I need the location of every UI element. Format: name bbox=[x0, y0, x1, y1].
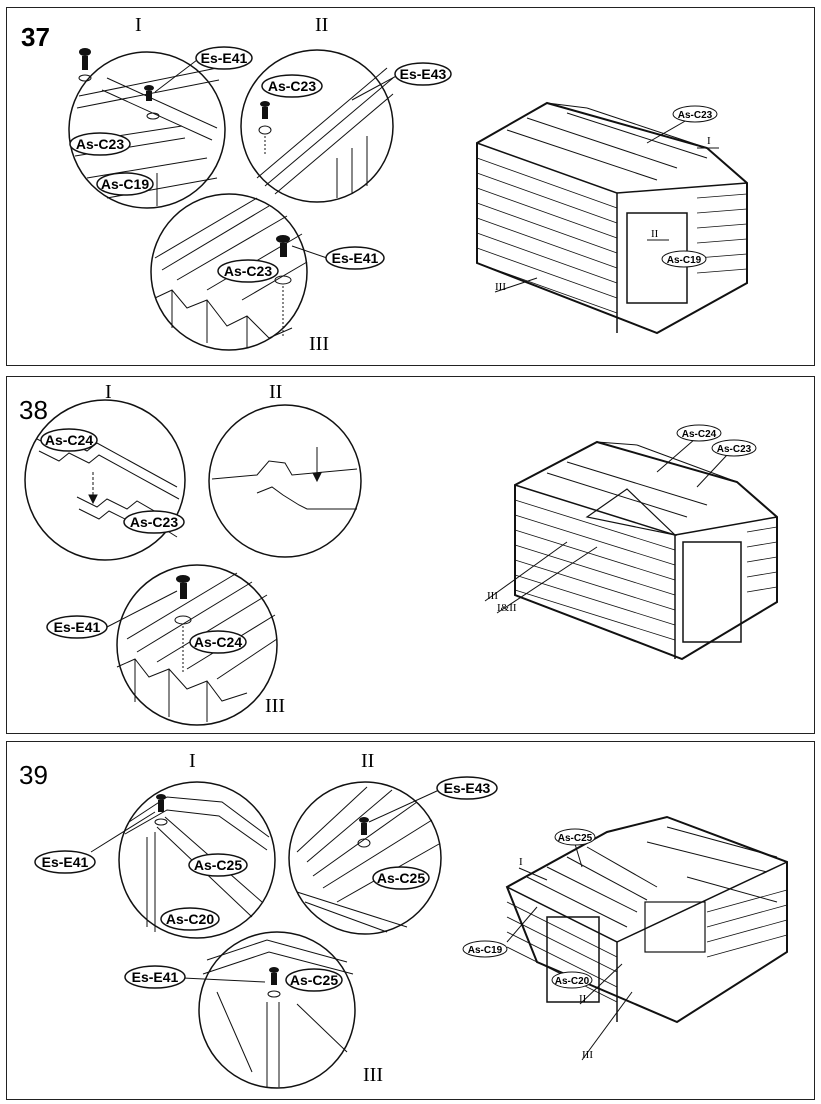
detail-ii-circle bbox=[208, 404, 362, 558]
part-label: As-C23 bbox=[268, 78, 316, 94]
detail-label-ii: II bbox=[361, 750, 375, 772]
detail-i-circle bbox=[118, 781, 276, 939]
step-number: 38 bbox=[19, 395, 48, 425]
part-label: Es-E41 bbox=[201, 50, 248, 66]
detail-i-circle bbox=[24, 399, 186, 561]
part-label: As-C24 bbox=[194, 634, 242, 650]
detail-iii-circle bbox=[198, 931, 356, 1089]
screw-icon bbox=[274, 235, 292, 338]
part-label: As-C25 bbox=[558, 833, 593, 844]
part-label: As-C23 bbox=[224, 263, 272, 279]
part-label: Es-E43 bbox=[400, 66, 447, 82]
screw-icon bbox=[154, 794, 168, 826]
shed-overview bbox=[514, 440, 778, 661]
detail-label-i: I bbox=[135, 14, 142, 36]
detail-label-iii: III bbox=[309, 333, 329, 355]
callout-label: I bbox=[519, 856, 523, 868]
screw-icon bbox=[258, 101, 272, 156]
detail-ii-circle bbox=[288, 781, 442, 935]
screw-icon bbox=[357, 817, 371, 848]
callout-label: I bbox=[707, 135, 711, 147]
part-label: Es-E41 bbox=[132, 969, 179, 985]
screw-icon bbox=[267, 967, 281, 998]
part-label: As-C19 bbox=[667, 255, 702, 266]
detail-label-ii: II bbox=[269, 381, 283, 403]
screw-icon bbox=[78, 48, 160, 120]
part-label: Es-E41 bbox=[54, 619, 101, 635]
detail-label-iii: III bbox=[265, 695, 285, 717]
part-label: As-C24 bbox=[45, 432, 93, 448]
callout-label: I&II bbox=[497, 602, 517, 614]
part-label: As-C20 bbox=[166, 911, 214, 927]
part-label: As-C25 bbox=[290, 972, 338, 988]
part-label: Es-E41 bbox=[332, 250, 379, 266]
callout-label: II bbox=[651, 228, 659, 240]
detail-label-i: I bbox=[105, 381, 112, 403]
part-label: As-C19 bbox=[468, 945, 503, 956]
part-label: As-C23 bbox=[717, 444, 752, 455]
part-label: As-C25 bbox=[377, 870, 425, 886]
detail-iii-circle bbox=[150, 193, 308, 351]
part-label: As-C25 bbox=[194, 857, 242, 873]
part-label: As-C24 bbox=[682, 429, 717, 440]
part-label: As-C19 bbox=[101, 176, 149, 192]
detail-label-i: I bbox=[189, 750, 196, 772]
screw-icon bbox=[174, 575, 192, 672]
shed-overview bbox=[476, 101, 748, 335]
step-39-illustration: Es-E41 As-C25 As-C20 Es-E43 As-C25 bbox=[34, 776, 788, 1089]
callout-label: III bbox=[582, 1049, 593, 1061]
step-number: 39 bbox=[19, 760, 48, 790]
detail-label-ii: II bbox=[315, 14, 329, 36]
part-label: As-C23 bbox=[130, 514, 178, 530]
part-label: Es-E43 bbox=[444, 780, 491, 796]
step-37-panel: 37 I II III Es-E41 As-C23 bbox=[6, 7, 815, 366]
step-37-illustration: Es-E41 As-C23 As-C19 As-C23 Es-E43 bbox=[68, 46, 748, 351]
step-number: 37 bbox=[21, 22, 50, 52]
part-label: As-C23 bbox=[76, 136, 124, 152]
step-39-panel: 39 I II III Es-E41 As-C25 As-C20 bbox=[6, 741, 815, 1100]
shed-overview bbox=[505, 815, 788, 1024]
callout-label: III bbox=[487, 590, 498, 602]
part-label: Es-E41 bbox=[42, 854, 89, 870]
callout-label: II bbox=[579, 993, 587, 1005]
step-38-panel: 38 I II III As-C24 As-C23 bbox=[6, 376, 815, 734]
detail-ii-circle bbox=[240, 49, 394, 203]
callout-label: III bbox=[495, 281, 506, 293]
part-label: As-C20 bbox=[555, 976, 590, 987]
step-38-illustration: As-C24 As-C23 bbox=[24, 399, 778, 726]
detail-iii-circle bbox=[116, 564, 278, 726]
part-label: As-C23 bbox=[678, 110, 713, 121]
detail-label-iii: III bbox=[363, 1064, 383, 1086]
